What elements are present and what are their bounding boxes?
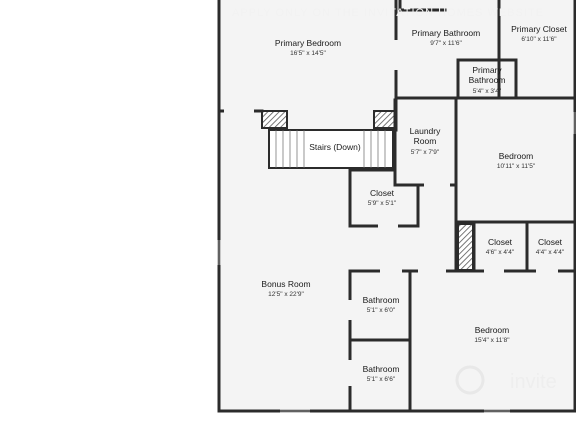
stairs bbox=[268, 129, 394, 169]
room-name: Stairs (Down) bbox=[309, 142, 361, 152]
brand-logo-mark bbox=[455, 365, 485, 395]
room-name: Closet bbox=[370, 188, 395, 198]
room-name: Bathroom bbox=[363, 295, 400, 305]
room-bathroom-upper: Bathroom 5'1" x 6'0" bbox=[363, 295, 400, 314]
room-dims: 5'9" x 5'1" bbox=[368, 200, 397, 207]
room-dims: 4'4" x 4'4" bbox=[536, 249, 565, 256]
room-closet-mid-right: Closet 4'6" x 4'4" bbox=[486, 237, 515, 256]
room-dims: 4'6" x 4'4" bbox=[486, 249, 515, 256]
room-name-line1: Laundry bbox=[410, 126, 441, 136]
room-dims: 5'7" x 7'9" bbox=[411, 149, 440, 156]
room-primary-closet: Primary Closet 6'10" x 11'6" bbox=[511, 24, 567, 43]
room-primary-bathroom-large: Primary Bathroom 9'7" x 11'6" bbox=[412, 28, 481, 47]
room-closet-far-right: Closet 4'4" x 4'4" bbox=[536, 237, 565, 256]
windows bbox=[217, 112, 576, 413]
room-dims: 6'10" x 11'6" bbox=[521, 36, 557, 43]
room-name: Closet bbox=[538, 237, 563, 247]
hatch-stair-left bbox=[261, 110, 288, 129]
hatch-closet-divider bbox=[457, 223, 474, 271]
room-name: Primary Bedroom bbox=[275, 38, 341, 48]
room-laundry: Laundry Room 5'7" x 7'9" bbox=[410, 126, 441, 156]
room-dims: 5'4" x 3'4" bbox=[473, 88, 502, 95]
room-bonus: Bonus Room 12'5" x 22'9" bbox=[261, 279, 310, 298]
room-name-line2: Bathroom bbox=[469, 75, 506, 85]
room-bedroom-right: Bedroom 10'11" x 11'5" bbox=[497, 151, 536, 170]
room-labels: Primary Bedroom 16'5" x 14'5" Primary Ba… bbox=[261, 24, 567, 383]
room-dims: 15'4" x 11'8" bbox=[474, 337, 510, 344]
room-name-line2: Room bbox=[414, 136, 437, 146]
watermark: APPLY ONLY ON THE INVITATION HOMES WEBSI… bbox=[232, 7, 557, 395]
room-dims: 5'1" x 6'6" bbox=[367, 376, 396, 383]
room-name: Closet bbox=[488, 237, 513, 247]
room-name: Primary Bathroom bbox=[412, 28, 481, 38]
room-bathroom-lower: Bathroom 5'1" x 6'6" bbox=[363, 364, 400, 383]
room-bedroom-bottom: Bedroom 15'4" x 11'8" bbox=[474, 325, 510, 344]
brand-logo: invite bbox=[455, 365, 557, 395]
brand-logo-text: invite bbox=[510, 371, 557, 393]
room-dims: 12'5" x 22'9" bbox=[268, 291, 304, 298]
room-name: Bedroom bbox=[499, 151, 534, 161]
room-dims: 16'5" x 14'5" bbox=[290, 50, 326, 57]
openings bbox=[224, 40, 558, 386]
room-name: Bathroom bbox=[363, 364, 400, 374]
room-stairs: Stairs (Down) bbox=[309, 142, 361, 152]
room-name: Primary Closet bbox=[511, 24, 567, 34]
room-name: Bedroom bbox=[475, 325, 510, 335]
room-closet-center: Closet 5'9" x 5'1" bbox=[368, 188, 397, 207]
room-primary-bedroom: Primary Bedroom 16'5" x 14'5" bbox=[275, 38, 341, 57]
room-primary-bathroom-small: Primary Bathroom 5'4" x 3'4" bbox=[469, 65, 506, 95]
watermark-top-text: APPLY ONLY ON THE INVITATION HOMES WEBSI… bbox=[232, 7, 544, 19]
hatch-stair-right bbox=[373, 110, 396, 129]
room-name: Bonus Room bbox=[261, 279, 310, 289]
room-dims: 9'7" x 11'6" bbox=[430, 40, 462, 47]
room-name-line1: Primary bbox=[472, 65, 502, 75]
room-dims: 10'11" x 11'5" bbox=[497, 163, 536, 170]
room-dims: 5'1" x 6'0" bbox=[367, 307, 396, 314]
